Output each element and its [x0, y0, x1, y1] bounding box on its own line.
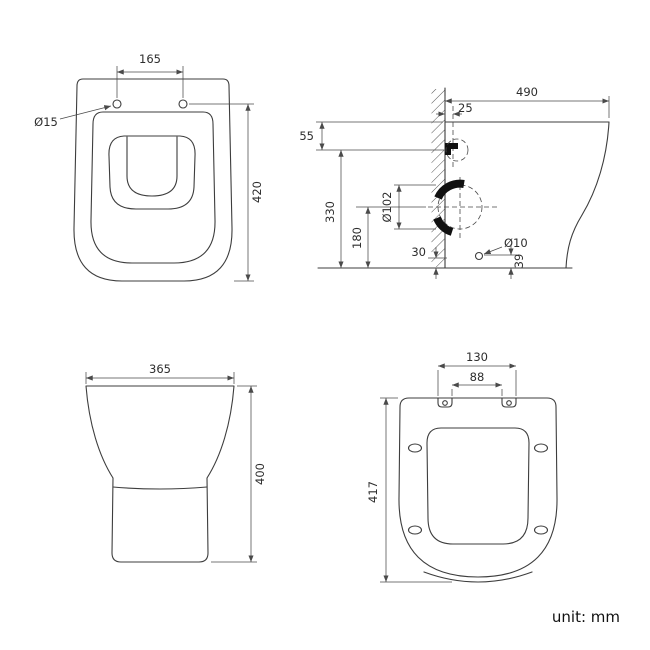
- dim-base-offset: 30: [411, 245, 426, 259]
- pan-rim-line: [90, 111, 216, 264]
- pan-front-profile: [565, 121, 610, 269]
- seat-opening: [426, 427, 530, 545]
- dim-hinge-inner: 88: [470, 370, 485, 384]
- dim-width: 365: [149, 362, 171, 376]
- dim-fixing-diameter: Ø10: [504, 236, 528, 250]
- outlet-section-upper: [434, 179, 465, 200]
- hinge-tab-left: [437, 397, 453, 408]
- pan-front-outline: [85, 385, 235, 563]
- dim-rear-offset: 25: [458, 101, 473, 115]
- hinge-pin-left: [442, 400, 448, 406]
- dim-length: 490: [516, 85, 538, 99]
- dim-height: 400: [253, 463, 267, 485]
- dim-seat-length: 417: [366, 481, 380, 503]
- dim-outlet-diameter: Ø102: [380, 191, 394, 222]
- bumper-bottom-right: [533, 525, 549, 535]
- bumper-bottom-left: [407, 525, 423, 535]
- hinge-tab-right: [501, 397, 517, 408]
- wall-hatch: [431, 89, 445, 267]
- fixing-bolt-circle: [445, 138, 469, 162]
- seat-outline: [398, 397, 558, 578]
- unit-label: unit: mm: [552, 608, 620, 626]
- dim-hole-spacing: 165: [139, 52, 161, 66]
- dim-outlet-height: 180: [350, 227, 364, 249]
- hinge-hole-right: [178, 99, 188, 109]
- pan-top-outline: [73, 78, 233, 282]
- seat-view: 130 88 417: [366, 350, 558, 583]
- dim-hole-diameter: Ø15: [34, 115, 58, 129]
- pan-seam-line: [112, 486, 208, 490]
- seat-front-edge: [423, 571, 533, 583]
- fixing-hole: [474, 251, 484, 261]
- dim-hinge-outer: 130: [466, 350, 488, 364]
- dim-inlet-height: 330: [323, 201, 337, 223]
- hinge-hole-left: [112, 99, 122, 109]
- bumper-top-left: [407, 443, 423, 453]
- hinge-pin-right: [506, 400, 512, 406]
- dim-depth: 420: [250, 181, 264, 203]
- outlet-section-lower: [433, 216, 454, 236]
- bumper-top-right: [533, 443, 549, 453]
- top-view: 165 Ø15 420: [34, 52, 264, 282]
- front-view: 365 400: [85, 362, 267, 563]
- side-view: 490 25 55 330 180 Ø102: [299, 85, 610, 279]
- dim-inlet-offset: 55: [299, 129, 314, 143]
- bowl-inner-line: [126, 136, 178, 197]
- dim-fixing-height: 39: [512, 254, 526, 269]
- fixing-bolt-section: [445, 143, 458, 155]
- bowl-outline: [108, 135, 196, 210]
